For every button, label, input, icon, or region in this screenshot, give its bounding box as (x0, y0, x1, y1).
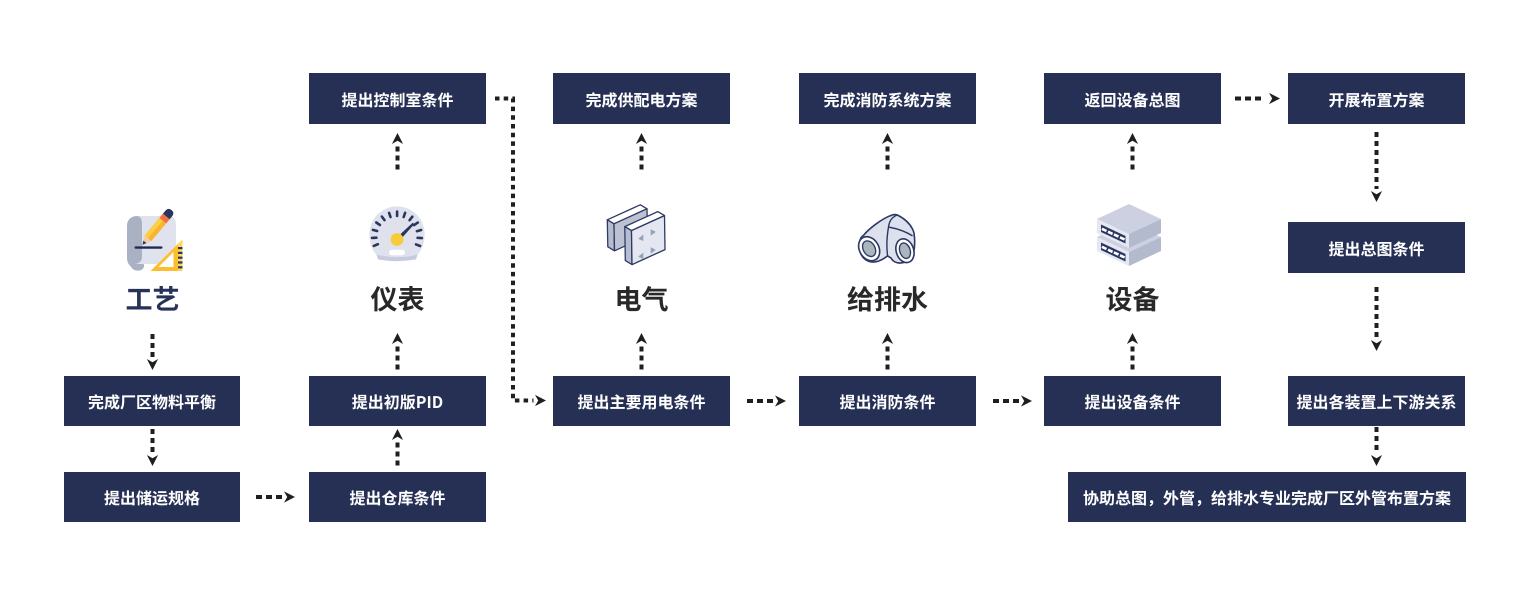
box-storage-transport-spec: 提出储运规格 (64, 472, 240, 522)
department-label-electrical: 电气 (614, 278, 669, 317)
arrow-electrical-to-power-supply-plan (635, 133, 648, 170)
arrow-equipment-condition-to-equipment (1126, 333, 1139, 370)
box-assist-pipe-layout: 协助总图，外管，给排水专业完成厂区外管布置方案 (1068, 472, 1466, 522)
box-main-power-condition: 提出主要用电条件 (553, 376, 730, 426)
box-main-power-condition-label: 提出主要用电条件 (577, 389, 706, 413)
arrow-material-balance-to-storage-spec (146, 429, 159, 466)
box-warehouse-condition-label: 提出仓库条件 (349, 485, 446, 509)
department-label-process: 工艺 (125, 278, 180, 317)
department-label-plumbing: 给排水 (847, 278, 928, 317)
department-label-instrument: 仪表 (370, 278, 425, 317)
box-fire-condition-label: 提出消防条件 (839, 389, 936, 413)
arrow-updown-relation-to-assist-layout (1370, 427, 1383, 466)
box-equipment-condition: 提出设备条件 (1044, 376, 1221, 426)
box-upstream-downstream-label: 提出各装置上下游关系 (1296, 389, 1457, 413)
arrow-plumbing-to-fire-system-plan (881, 133, 894, 170)
box-storage-transport-spec-label: 提出储运规格 (103, 485, 200, 509)
box-control-room-condition: 提出控制室条件 (309, 73, 486, 124)
box-power-supply-plan-label: 完成供配电方案 (585, 86, 698, 111)
box-upstream-downstream: 提出各装置上下游关系 (1288, 376, 1465, 426)
gauge-icon (369, 206, 425, 262)
server-icon (1097, 204, 1161, 266)
box-fire-condition: 提出消防条件 (799, 376, 976, 426)
arrow-return-drawing-to-layout-plan (1235, 92, 1280, 105)
arrow-instrument-to-control-room (391, 133, 404, 170)
arrow-master-plan-to-updown-relation (1370, 287, 1383, 351)
box-material-balance: 完成厂区物料平衡 (64, 376, 240, 426)
box-start-layout-plan: 开展布置方案 (1288, 73, 1465, 124)
box-return-equipment-drawing: 返回设备总图 (1044, 73, 1221, 124)
box-assist-pipe-layout-label: 协助总图，外管，给排水专业完成厂区外管布置方案 (1082, 485, 1451, 509)
arrow-equipment-to-return-drawing (1126, 133, 1139, 170)
arrow-process-to-material-balance (146, 334, 159, 370)
arrow-main-power-to-fire-condition (747, 395, 786, 407)
box-master-plan-condition-label: 提出总图条件 (1328, 235, 1425, 260)
box-power-supply-plan: 完成供配电方案 (553, 73, 730, 124)
box-fire-system-plan: 完成消防系统方案 (799, 73, 976, 124)
box-initial-pid: 提出初版PID (309, 376, 486, 426)
box-material-balance-label: 完成厂区物料平衡 (87, 389, 216, 413)
department-label-equipment: 设备 (1105, 278, 1160, 317)
power-socket-icon (606, 204, 666, 266)
arrow-fire-condition-to-equipment-condition (993, 395, 1032, 407)
box-fire-system-plan-label: 完成消防系统方案 (823, 86, 952, 111)
box-equipment-condition-label: 提出设备条件 (1084, 389, 1181, 413)
box-start-layout-plan-label: 开展布置方案 (1328, 86, 1425, 111)
box-warehouse-condition: 提出仓库条件 (309, 472, 486, 522)
box-return-equipment-drawing-label: 返回设备总图 (1084, 86, 1181, 111)
connector-control-room-to-main-power (495, 96, 546, 407)
blueprint-pencil-icon (127, 208, 183, 271)
box-control-room-condition-label: 提出控制室条件 (341, 86, 454, 111)
arrow-initial-pid-to-instrument (391, 333, 404, 370)
arrow-layout-plan-to-master-plan-condition (1370, 132, 1383, 202)
arrow-fire-condition-to-plumbing (881, 333, 894, 370)
box-master-plan-condition: 提出总图条件 (1288, 222, 1465, 273)
arrow-warehouse-to-initial-pid (391, 429, 404, 466)
arrow-storage-spec-to-warehouse (256, 491, 295, 503)
arrow-main-power-to-electrical (635, 333, 648, 370)
pipe-fitting-icon (857, 213, 916, 264)
box-initial-pid-label: 提出初版PID (351, 389, 444, 413)
